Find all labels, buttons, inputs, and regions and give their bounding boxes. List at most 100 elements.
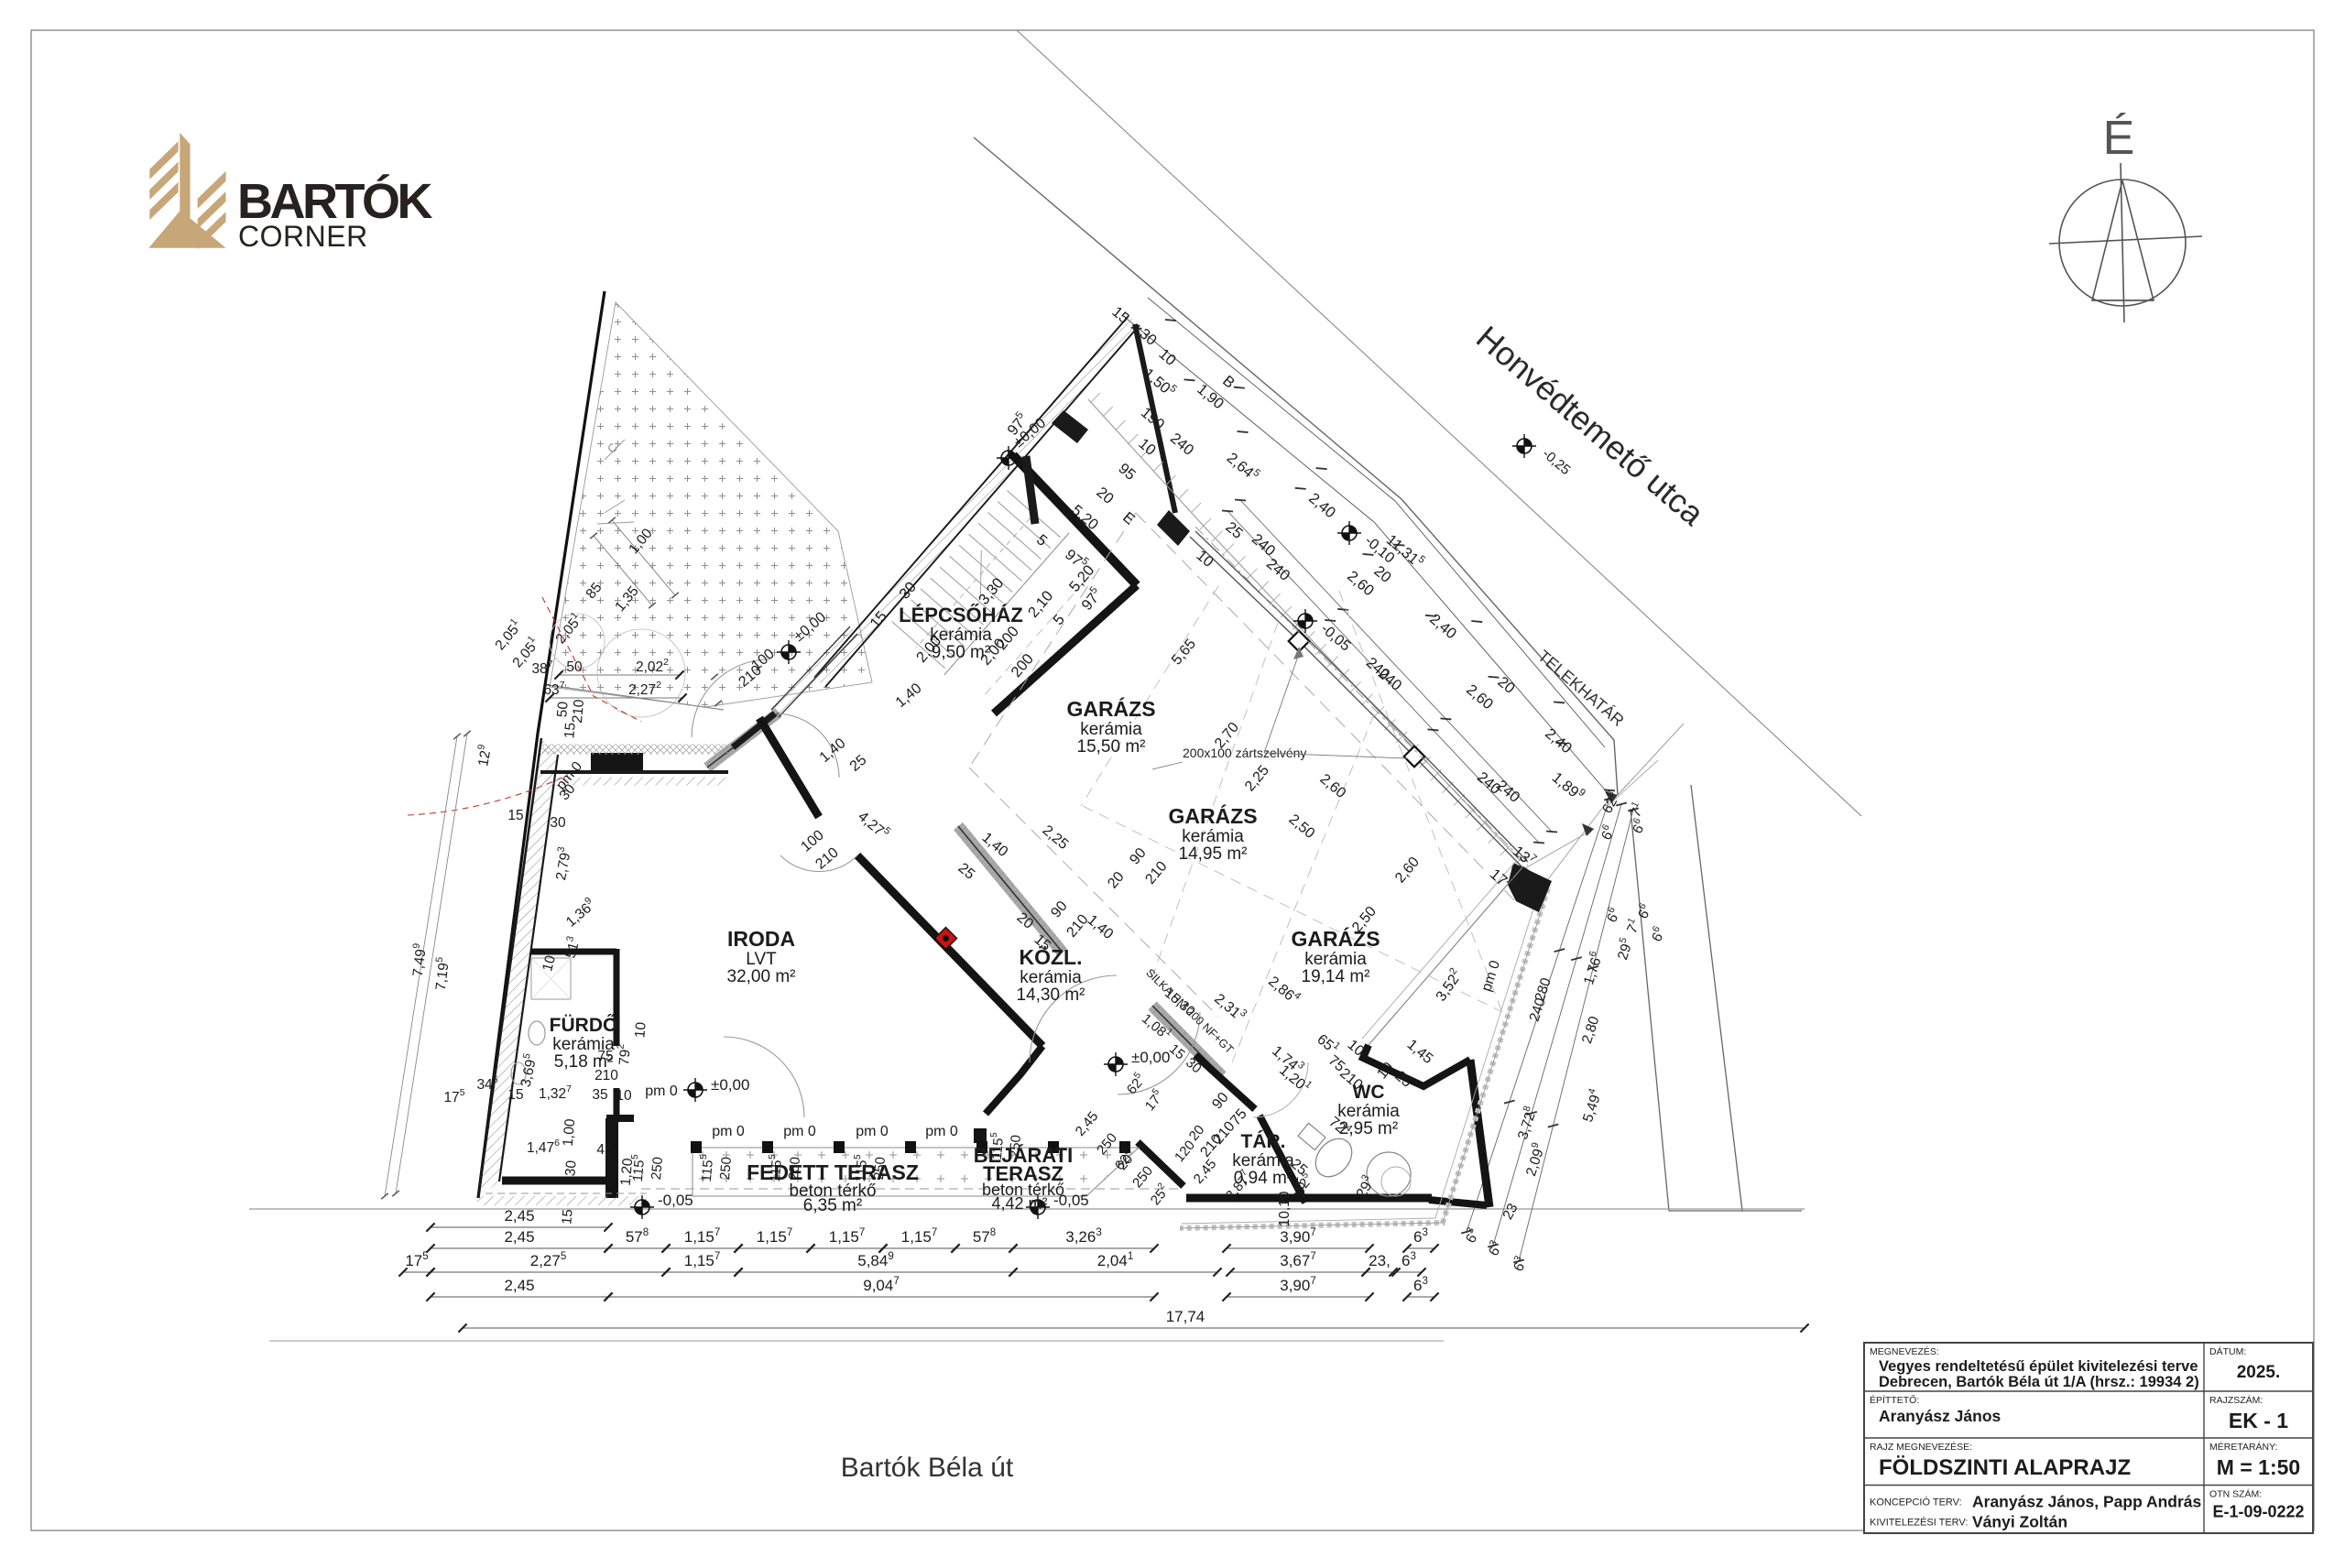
svg-text:32,00 m²: 32,00 m² — [727, 967, 796, 986]
svg-text:210: 210 — [570, 699, 587, 724]
svg-text:Vegyes rendeltetésű épület kiv: Vegyes rendeltetésű épület kivitelezési … — [1879, 1358, 2198, 1375]
svg-text:pm 0: pm 0 — [856, 1124, 889, 1139]
svg-text:pm 0: pm 0 — [645, 1083, 678, 1099]
svg-text:9,50 m²: 9,50 m² — [932, 643, 990, 662]
svg-text:É: É — [2103, 112, 2135, 165]
svg-text:200x100 zártszelvény: 200x100 zártszelvény — [1183, 746, 1306, 760]
svg-text:GARÁZS: GARÁZS — [1291, 926, 1380, 951]
svg-text:210: 210 — [594, 1068, 618, 1083]
svg-text:3,263: 3,263 — [1065, 1227, 1102, 1246]
svg-text:kerámia: kerámia — [1080, 720, 1142, 739]
svg-text:-0,05: -0,05 — [1053, 1192, 1089, 1209]
svg-text:1,327: 1,327 — [539, 1083, 572, 1102]
svg-text:-0,05: -0,05 — [658, 1192, 693, 1209]
svg-text:0,94 m²: 0,94 m² — [1234, 1169, 1292, 1188]
svg-text:FEDETT TERASZ: FEDETT TERASZ — [747, 1160, 919, 1184]
svg-text:17,74: 17,74 — [1166, 1308, 1205, 1325]
svg-text:15: 15 — [562, 722, 578, 739]
svg-text:1,157: 1,157 — [757, 1227, 793, 1246]
svg-text:FÜRDŐ: FÜRDŐ — [550, 1015, 618, 1036]
svg-text:250: 250 — [649, 1156, 666, 1180]
svg-text:WC: WC — [1353, 1082, 1385, 1103]
svg-text:2,45: 2,45 — [504, 1277, 534, 1294]
svg-text:23: 23 — [1500, 1201, 1521, 1222]
svg-text:GARÁZS: GARÁZS — [1168, 803, 1257, 828]
svg-text:10,10: 10,10 — [1277, 1191, 1292, 1226]
svg-text:1,157: 1,157 — [684, 1251, 721, 1269]
svg-text:2,272: 2,272 — [628, 680, 661, 698]
svg-text:Aranyász János, Papp András: Aranyász János, Papp András — [1972, 1493, 2202, 1511]
svg-text:5,18 m²: 5,18 m² — [554, 1052, 613, 1072]
svg-text:beton térkő: beton térkő — [789, 1181, 876, 1201]
svg-text:Bartók Béla út: Bartók Béla út — [841, 1453, 1014, 1483]
svg-text:KIVITELEZÉSI TERV:: KIVITELEZÉSI TERV: — [1870, 1517, 1968, 1529]
svg-text:1155: 1155 — [766, 1154, 786, 1182]
svg-text:Debrecen, Bartók Béla út 1/A (: Debrecen, Bartók Béla út 1/A (hrsz.: 199… — [1879, 1374, 2199, 1390]
svg-text:E-1-09-0222: E-1-09-0222 — [2212, 1503, 2304, 1521]
svg-text:19,14 m²: 19,14 m² — [1302, 967, 1370, 986]
svg-text:14,30 m²: 14,30 m² — [1017, 985, 1085, 1005]
svg-text:Ványi Zoltán: Ványi Zoltán — [1972, 1513, 2067, 1531]
svg-text:6,35 m²: 6,35 m² — [803, 1196, 862, 1215]
svg-text:14,95 m²: 14,95 m² — [1179, 844, 1248, 864]
svg-text:10: 10 — [632, 1021, 649, 1039]
svg-text:2,95 m²: 2,95 m² — [1339, 1119, 1398, 1138]
svg-text:FÖLDSZINTI ALAPRAJZ: FÖLDSZINTI ALAPRAJZ — [1879, 1455, 2131, 1480]
svg-text:MÉRETARÁNY:: MÉRETARÁNY: — [2209, 1441, 2277, 1453]
svg-text:BEJÁRATI: BEJÁRATI — [974, 1144, 1073, 1167]
svg-text:TERASZ: TERASZ — [983, 1162, 1063, 1185]
svg-text:kerámia: kerámia — [1020, 968, 1082, 987]
svg-text:75: 75 — [597, 1049, 613, 1064]
svg-text:250: 250 — [871, 1156, 889, 1180]
svg-text:beton térkő: beton térkő — [982, 1181, 1064, 1199]
svg-text:10: 10 — [616, 1088, 632, 1104]
svg-text:30: 30 — [550, 815, 566, 831]
svg-text:23,: 23, — [1369, 1252, 1391, 1269]
svg-text:3,907: 3,907 — [1280, 1276, 1316, 1294]
svg-text:1,157: 1,157 — [829, 1227, 866, 1246]
svg-text:35: 35 — [592, 1087, 607, 1103]
svg-text:kerámia: kerámia — [552, 1035, 615, 1054]
svg-text:5,849: 5,849 — [857, 1251, 894, 1269]
svg-text:DÁTUM:: DÁTUM: — [2209, 1345, 2246, 1357]
svg-text:50: 50 — [566, 659, 583, 675]
svg-text:KONCEPCIÓ TERV:: KONCEPCIÓ TERV: — [1870, 1497, 1962, 1508]
svg-text:Aranyász János: Aranyász János — [1879, 1407, 2001, 1425]
svg-text:10: 10 — [540, 953, 559, 973]
svg-text:pm 0: pm 0 — [925, 1124, 958, 1139]
svg-text:GARÁZS: GARÁZS — [1066, 696, 1155, 721]
svg-text:RAJZSZÁM:: RAJZSZÁM: — [2209, 1394, 2263, 1406]
svg-text:pm 0: pm 0 — [712, 1124, 745, 1139]
svg-text:250: 250 — [1007, 1134, 1024, 1158]
svg-text:2,275: 2,275 — [530, 1251, 567, 1269]
svg-text:15: 15 — [559, 1209, 575, 1225]
svg-text:ÉPÍTTETŐ:: ÉPÍTTETŐ: — [1870, 1393, 1919, 1406]
svg-text:2025.: 2025. — [2237, 1363, 2281, 1382]
svg-text:kerámia: kerámia — [1304, 950, 1367, 969]
svg-text:2,45: 2,45 — [504, 1228, 534, 1246]
svg-text:1,476: 1,476 — [527, 1138, 560, 1156]
svg-text:EK - 1: EK - 1 — [2229, 1409, 2288, 1432]
svg-text:30: 30 — [562, 1160, 579, 1177]
svg-text:1,20: 1,20 — [618, 1157, 637, 1186]
svg-text:kerámia: kerámia — [1337, 1102, 1400, 1121]
svg-text:250: 250 — [786, 1156, 803, 1180]
svg-text:kerámia: kerámia — [930, 626, 992, 645]
svg-text:50: 50 — [554, 701, 571, 718]
svg-text:pm 0: pm 0 — [783, 1124, 816, 1139]
svg-text:3,677: 3,677 — [1280, 1251, 1316, 1269]
svg-text:1,157: 1,157 — [901, 1227, 938, 1246]
svg-text:15,50 m²: 15,50 m² — [1077, 737, 1146, 757]
svg-text:45: 45 — [596, 1142, 612, 1158]
svg-text:KÖZL.: KÖZL. — [1020, 945, 1083, 969]
svg-text:2,022: 2,022 — [636, 657, 669, 675]
svg-text:1155: 1155 — [628, 1154, 649, 1182]
svg-text:1,157: 1,157 — [684, 1227, 721, 1246]
svg-text:1,00: 1,00 — [561, 1117, 579, 1147]
svg-text:1155: 1155 — [697, 1154, 717, 1182]
svg-text:LVT: LVT — [746, 950, 777, 969]
svg-text:4,42 m²: 4,42 m² — [991, 1194, 1047, 1213]
svg-text:kerámia: kerámia — [1232, 1151, 1294, 1171]
svg-text:2,45: 2,45 — [504, 1207, 534, 1225]
svg-text:M = 1:50: M = 1:50 — [2217, 1455, 2300, 1479]
